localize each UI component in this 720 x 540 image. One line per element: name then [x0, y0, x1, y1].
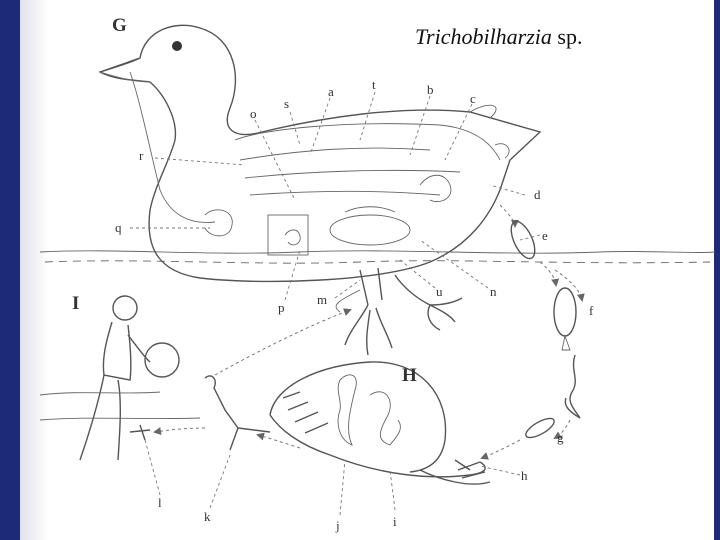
part-label-l: l [158, 495, 162, 510]
part-label-k: k [204, 509, 211, 524]
part-label-i: i [393, 514, 397, 529]
part-label-r: r [139, 148, 144, 163]
part-label-t: t [372, 77, 376, 92]
diagram-title: Trichobilharzia sp. [415, 24, 582, 50]
left-gradient-strip [20, 0, 50, 540]
part-label-c: c [470, 91, 476, 106]
part-label-j: j [335, 518, 340, 533]
duck-gizzard [267, 214, 309, 256]
sporocyst-stage-g [525, 417, 555, 439]
right-frame-bar [714, 0, 720, 540]
part-label-q: q [115, 220, 122, 235]
duck-eye [172, 41, 182, 51]
part-label-a: a [328, 84, 334, 99]
human-head [112, 295, 138, 321]
part-label-p: p [278, 300, 285, 315]
part-label-o: o [250, 106, 257, 121]
cercaria-stage [153, 308, 352, 451]
miracidium-stage-f [553, 287, 577, 337]
part-label-f: f [589, 303, 594, 318]
panel-label-i: I [72, 293, 79, 314]
ball [144, 342, 180, 378]
water-surface [39, 250, 716, 264]
egg-and-miracidium-stages [454, 204, 585, 479]
part-label-s: s [284, 96, 289, 111]
part-label-u: u [436, 284, 443, 299]
part-label-g: g [557, 430, 564, 445]
part-label-b: b [427, 82, 434, 97]
part-label-m: m [317, 292, 327, 307]
title-suffix: sp. [551, 24, 583, 49]
part-label-n: n [490, 284, 497, 299]
panel-label-h: H [402, 365, 417, 386]
part-label-e: e [542, 228, 548, 243]
part-label-h: h [521, 468, 528, 483]
left-frame-bar [0, 0, 20, 540]
leader-lines [130, 91, 541, 516]
duck-host [98, 24, 542, 356]
panel-label-g: G [112, 15, 127, 36]
snail-host [269, 361, 491, 485]
part-label-d: d [534, 187, 541, 202]
title-genus: Trichobilharzia [415, 24, 552, 49]
egg-stage-e [510, 220, 536, 260]
human-host [39, 295, 201, 461]
